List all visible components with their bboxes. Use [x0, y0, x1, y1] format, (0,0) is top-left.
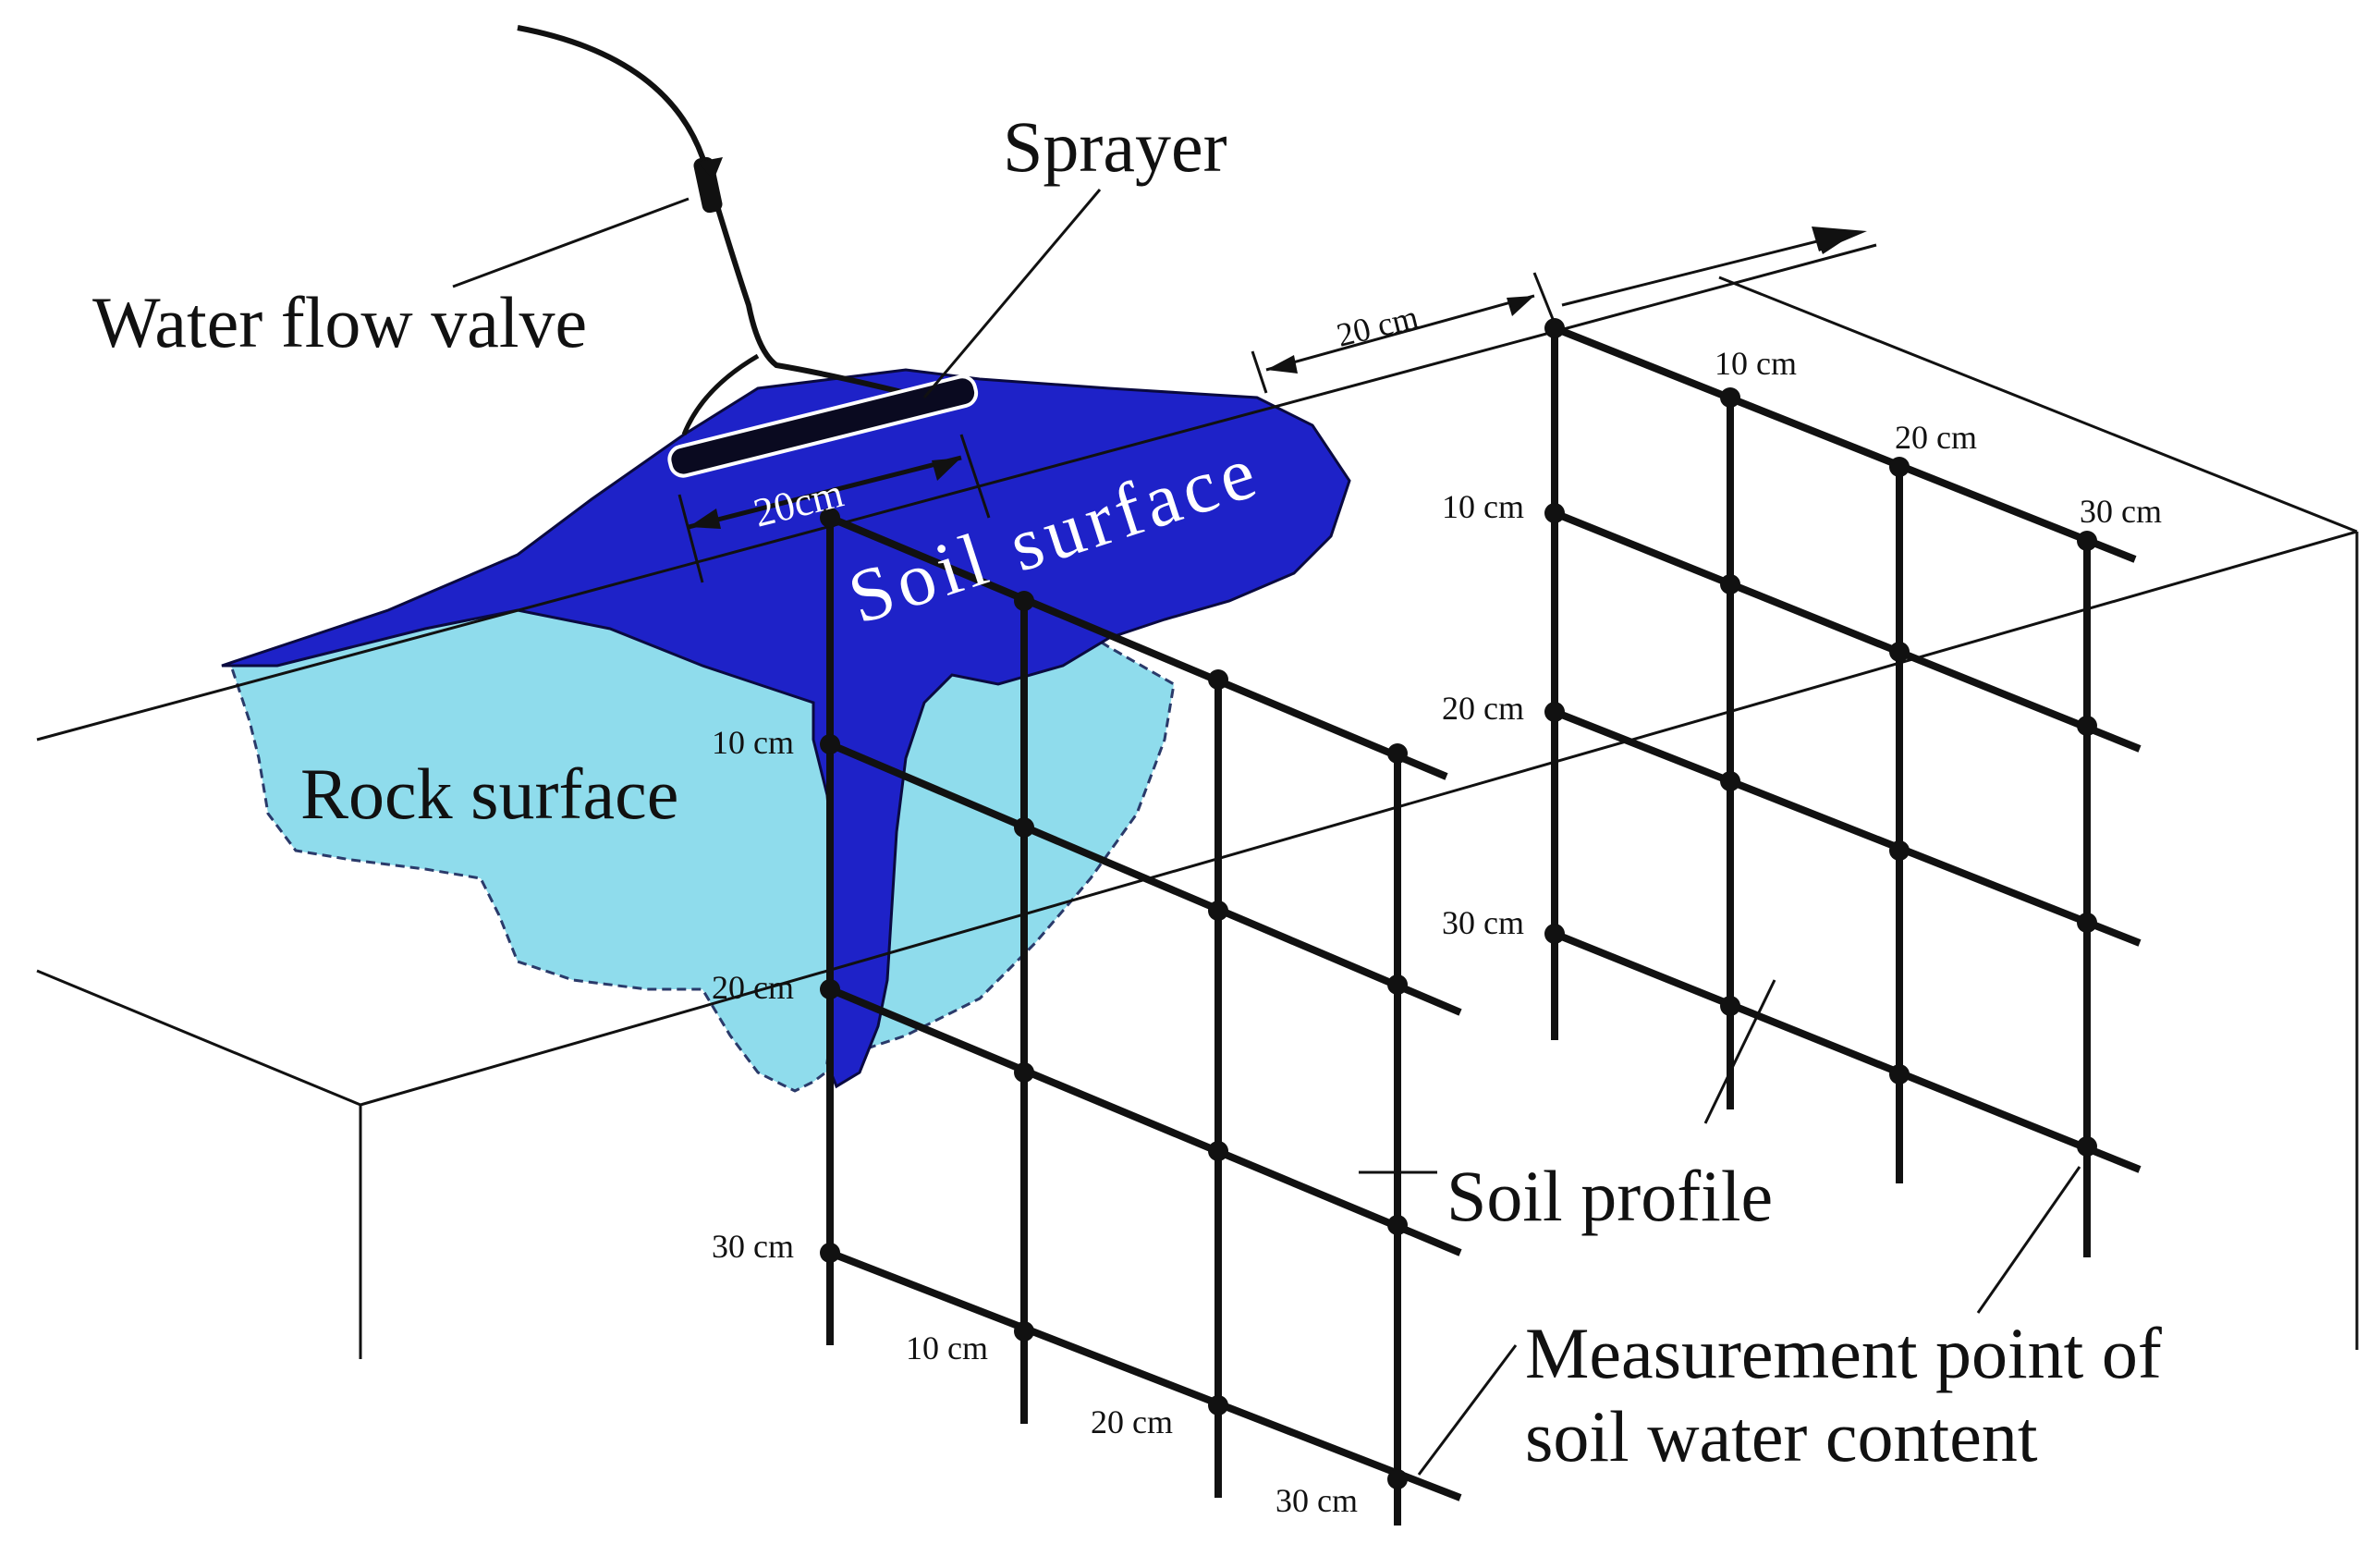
measurement-point [1544, 924, 1565, 944]
front-horizontal-label-30: 30 cm [1275, 1482, 1358, 1519]
left-slope-line [36, 969, 361, 1107]
grid-back-row-1 [1553, 509, 2142, 753]
front-depth-label-10: 10 cm [712, 724, 794, 761]
measurement-point [1889, 642, 1910, 662]
front-depth-label-30: 30 cm [712, 1228, 794, 1265]
grid-front-row-3 [828, 1249, 1462, 1501]
spacing-arrowhead-far [1812, 227, 1867, 251]
grid-front-row-0 [828, 514, 1448, 780]
measurement-point [820, 979, 840, 999]
soil-profile-pointer-2 [1703, 979, 1776, 1124]
back-horizontal-label-30: 30 cm [2080, 493, 2162, 530]
front-horizontal-label-20: 20 cm [1091, 1403, 1173, 1440]
measurement-point [1889, 1064, 1910, 1084]
measurement-point [1387, 974, 1408, 995]
measurement-point [1889, 840, 1910, 861]
spacing-tick-left [1251, 350, 1268, 394]
measurement-point [1387, 1215, 1408, 1235]
soil-profile-label: Soil profile [1446, 1156, 1773, 1236]
valve-knob-icon [698, 157, 723, 180]
measurement-point [1208, 669, 1228, 690]
measurement-point [1544, 702, 1565, 722]
measurement-point [1544, 503, 1565, 523]
grid-front-row-2 [828, 986, 1462, 1256]
front-horizontal-label-10: 10 cm [906, 1330, 988, 1366]
spacing-label: 20 cm [1333, 298, 1422, 353]
spacing-tick-right [1532, 272, 1555, 320]
top-edge-line [36, 243, 1877, 741]
front-top-line [360, 530, 2358, 1107]
measurement-point [2077, 913, 2097, 933]
measurement-point [1208, 1395, 1228, 1415]
measurement-point [1014, 1062, 1034, 1083]
water-tube [517, 25, 925, 400]
sprayer-bar [667, 374, 979, 478]
measurement-point [820, 734, 840, 754]
valve-pointer-line [452, 197, 690, 288]
sprayer-dim-arrow-right [932, 458, 961, 481]
measurement-point [1014, 1321, 1034, 1342]
front-measurement-grid [820, 508, 1462, 1526]
spacing-arrow-line [1561, 234, 1840, 307]
water-tube-branch [681, 353, 760, 435]
back-measurement-grid [1544, 318, 2142, 1257]
spacing-dim-arrow-right [1507, 296, 1534, 316]
sprayer-dim-tick-left [677, 494, 704, 583]
front-depth-label-20: 20 cm [712, 969, 794, 1006]
measurement-point [1014, 591, 1034, 611]
sprayer-dim-tick-right [959, 434, 991, 519]
sprayer-label: Sprayer [1003, 106, 1227, 187]
measurement-pointer-2 [1417, 1344, 1518, 1476]
measurement-point [1208, 901, 1228, 921]
measurement-point [1720, 574, 1740, 594]
measurement-point-label-line2: soil water content [1525, 1396, 2038, 1477]
measurement-point [1720, 387, 1740, 408]
rock-surface-label: Rock surface [300, 754, 678, 834]
measurement-point [2077, 531, 2097, 551]
spacing-dim-line [1265, 294, 1535, 372]
measurement-point [2077, 716, 2097, 736]
measurement-point [1387, 743, 1408, 764]
sprayer-dim-arrow-left [689, 509, 721, 529]
measurement-point [2077, 1136, 2097, 1157]
back-depth-label-30: 30 cm [1442, 904, 1524, 941]
back-depth-label-20: 20 cm [1442, 690, 1524, 727]
grid-back-row-2 [1553, 708, 2142, 947]
back-horizontal-label-10: 10 cm [1715, 345, 1797, 382]
measurement-point [1720, 996, 1740, 1016]
measurement-point [1014, 817, 1034, 838]
soil-surface-region [221, 368, 1351, 1089]
measurement-point [1387, 1469, 1408, 1489]
measurement-point [1208, 1141, 1228, 1161]
grid-back-row-0 [1553, 325, 2137, 563]
water-flow-valve-label: Water flow valve [92, 282, 587, 362]
measurement-point [820, 1243, 840, 1263]
sprayer-pointer-line [922, 189, 1102, 398]
measurement-point [1889, 457, 1910, 477]
measurement-point-label-line1: Measurement point of [1525, 1313, 2162, 1393]
spacing-dim-arrow-left [1266, 355, 1298, 374]
measurement-point [820, 508, 840, 528]
back-horizontal-label-20: 20 cm [1895, 419, 1977, 456]
back-depth-label-10: 10 cm [1442, 488, 1524, 525]
measurement-point [1544, 318, 1565, 338]
grid-front-row-1 [828, 741, 1462, 1016]
sprayer-dim-line [688, 455, 962, 530]
measurement-pointer-1 [1976, 1166, 2081, 1314]
back-top-line [1718, 276, 2358, 533]
grid-back-row-3 [1553, 930, 2142, 1173]
measurement-point [1720, 771, 1740, 791]
